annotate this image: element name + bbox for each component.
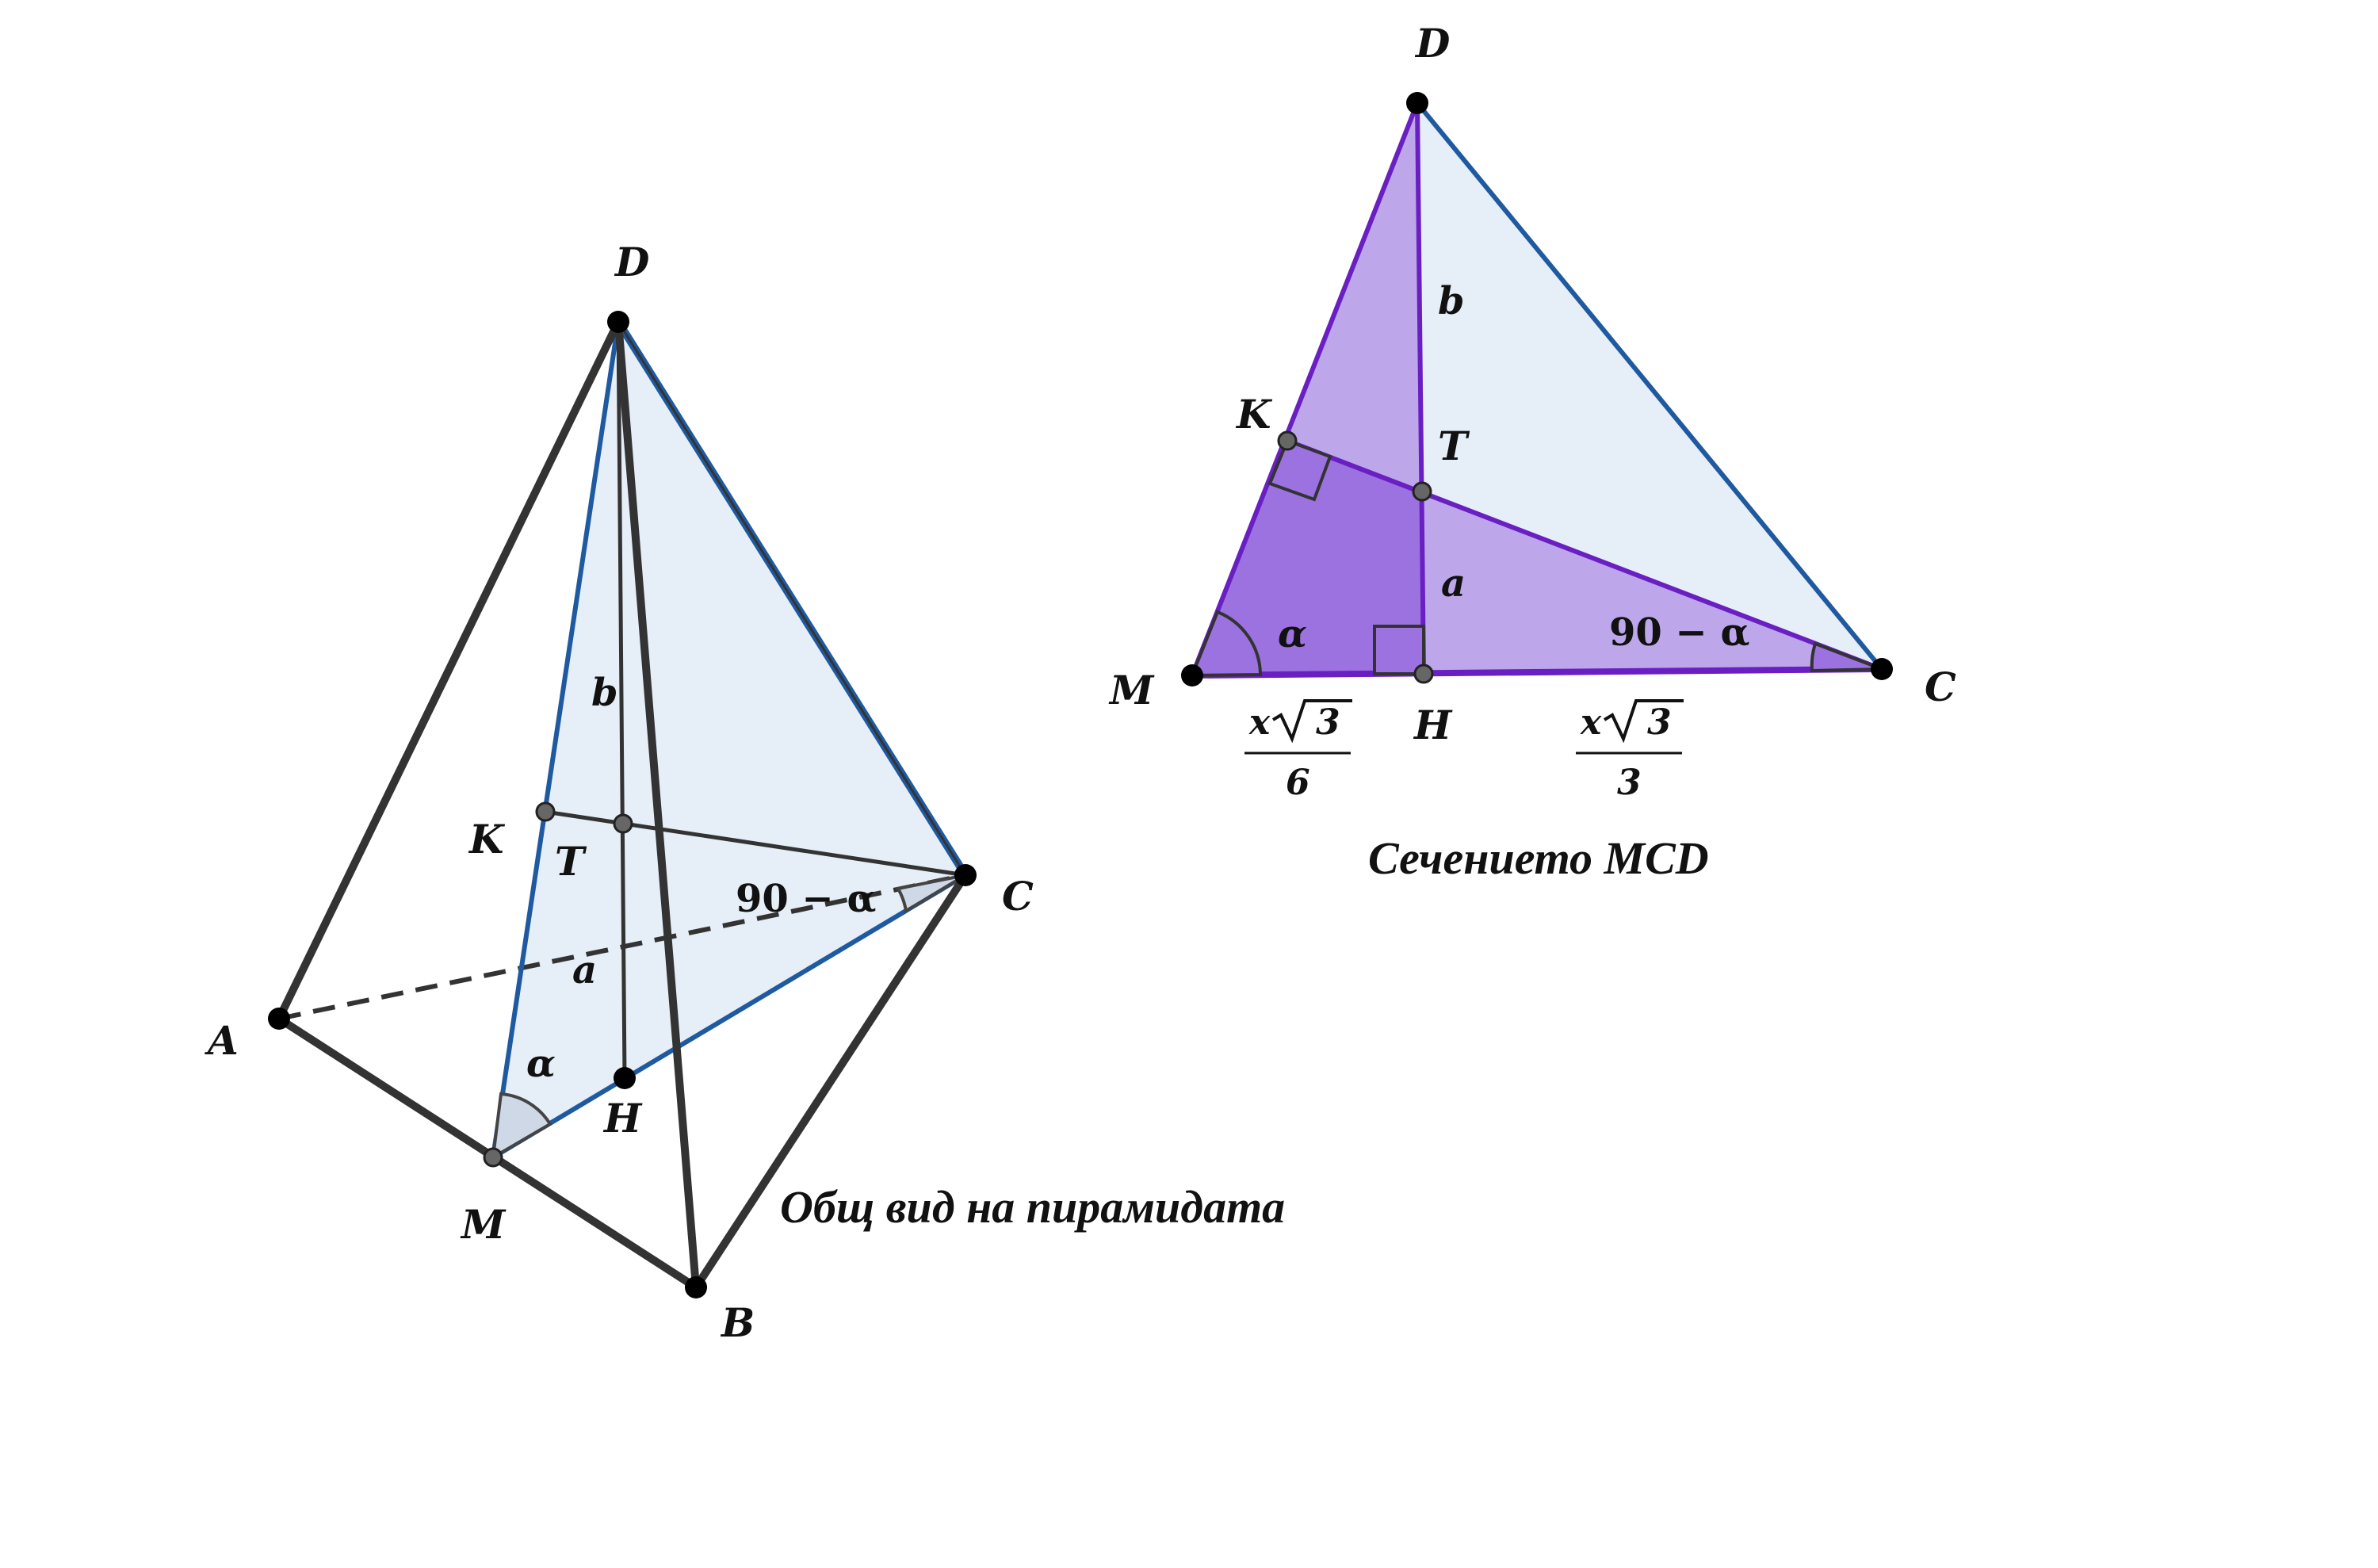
edge-db: [614, 321, 700, 1288]
edge-dc-inner: [617, 321, 967, 876]
section-edge-dc: [1415, 101, 1884, 671]
fraction-mh-den: 6: [1286, 763, 1310, 803]
section-label-c: C: [1925, 664, 1956, 710]
point-k-dot: [535, 801, 556, 822]
label-c: C: [1002, 873, 1034, 920]
fraction-hc-den: 3: [1617, 763, 1642, 803]
section-vertex-d-dot: [1406, 92, 1428, 114]
section-edge-dm: [1190, 101, 1420, 677]
point-t-dot: [613, 813, 633, 834]
section-label-h: H: [1413, 702, 1453, 748]
segment-mc: [491, 873, 967, 1160]
section-label-t: T: [1438, 423, 1470, 469]
edge-da: [275, 319, 622, 1021]
label-d: D: [614, 239, 649, 285]
section-height-dh: [1415, 102, 1426, 675]
section-segment-kc: [1286, 438, 1883, 671]
section-vertex-m-dot: [1181, 664, 1203, 686]
label-a-segment: a: [572, 948, 597, 992]
pyramid-figure: D A B C K T M H b a α 90 − α Общ вид на …: [205, 239, 1285, 1346]
angle-alpha-mark: [491, 1092, 552, 1161]
point-h-dot: [614, 1067, 636, 1089]
right-angle-k: [1267, 438, 1332, 502]
section-point-t-dot: [1412, 481, 1432, 502]
section-point-h-dot: [1413, 664, 1434, 684]
fraction-hc-radical: [1603, 699, 1684, 744]
fraction-hc-var: x: [1580, 702, 1602, 743]
region-dkt: [1287, 103, 1422, 491]
label-a: A: [205, 1017, 239, 1064]
edge-bc: [692, 873, 969, 1290]
section-label-a-segment: a: [1441, 561, 1466, 606]
section-label-k: K: [1235, 391, 1273, 438]
vertex-d-dot: [607, 311, 629, 333]
label-t: T: [555, 838, 587, 885]
label-h: H: [602, 1095, 643, 1142]
section-point-k-dot: [1277, 430, 1298, 451]
fraction-mh: x 3 6: [1244, 699, 1352, 803]
label-k: K: [468, 816, 506, 862]
section-caption: Сечението MCD: [1368, 832, 1709, 884]
label-angle-c: 90 − α: [736, 877, 876, 921]
segment-dm: [491, 321, 621, 1158]
right-angle-h: [1373, 625, 1425, 675]
label-b-segment: b: [591, 671, 618, 715]
height-dh: [616, 321, 627, 1079]
section-figure: D M C K T H b a α 90 − α x 3 6 x 3 3 Сеч…: [1108, 20, 1956, 884]
angle-c-mark: [895, 874, 967, 914]
fraction-mh-radical: [1271, 699, 1352, 744]
label-m: M: [460, 1201, 507, 1248]
section-label-angle-c: 90 − α: [1609, 610, 1749, 655]
fraction-mh-var: x: [1248, 702, 1271, 743]
section-vertex-c-dot: [1871, 658, 1893, 680]
region-mkth: [1192, 441, 1424, 675]
face-dmc: [493, 322, 965, 1157]
point-m-dot: [483, 1147, 503, 1168]
vertex-b-dot: [685, 1276, 707, 1298]
section-label-b-segment: b: [1438, 279, 1465, 323]
vertex-a-dot: [268, 1008, 290, 1030]
section-label-m: M: [1108, 667, 1155, 713]
label-alpha: α: [526, 1042, 556, 1086]
label-b: B: [720, 1299, 755, 1346]
vertex-c-dot: [954, 864, 977, 886]
fraction-hc-rad: 3: [1647, 702, 1672, 743]
pyramid-caption: Общ вид на пирамидата: [780, 1181, 1285, 1233]
section-angle-c-mark: [1810, 641, 1883, 673]
fraction-mh-rad: 3: [1316, 702, 1340, 743]
section-label-alpha: α: [1278, 612, 1307, 656]
section-angle-alpha-mark: [1190, 610, 1263, 678]
section-label-d: D: [1414, 20, 1450, 67]
fraction-hc: x 3 3: [1576, 699, 1684, 803]
section-edge-mc: [1191, 666, 1883, 679]
